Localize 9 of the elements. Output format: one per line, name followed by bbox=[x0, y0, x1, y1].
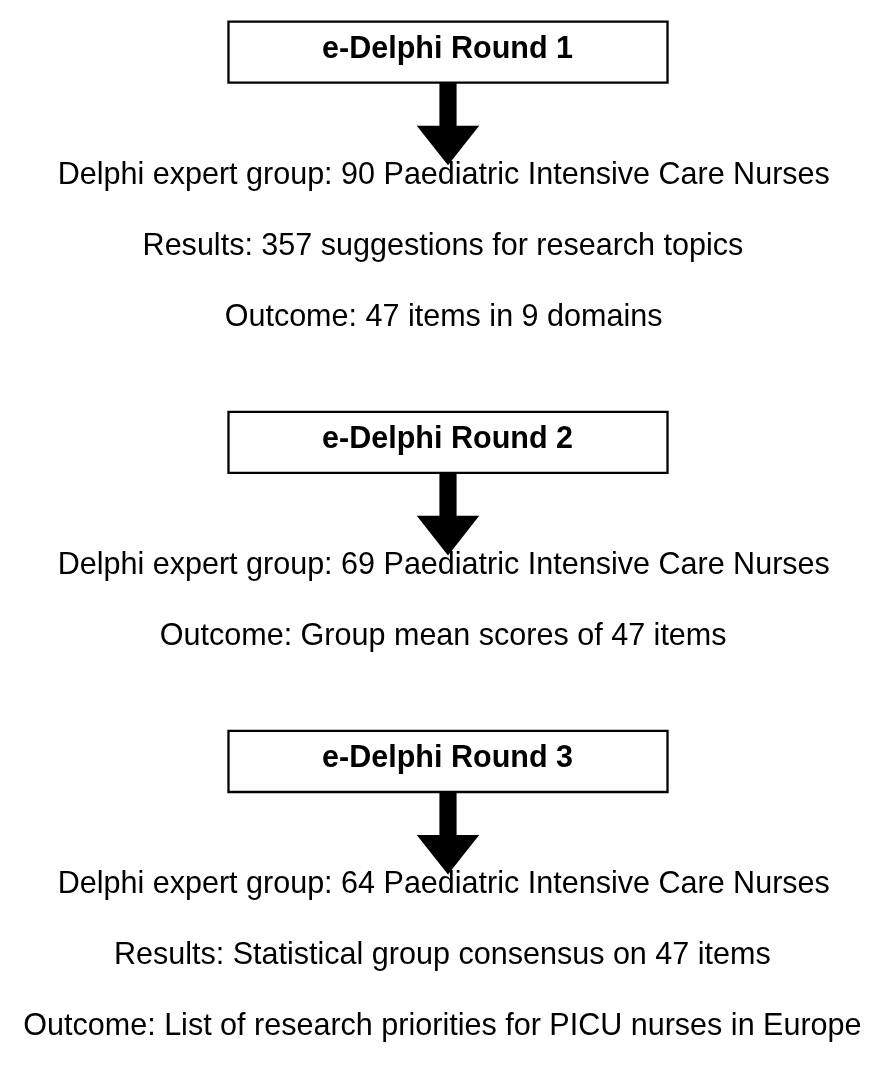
node-text: Delphi expert group: 90 Paediatric Intensive Care Nurses Results: 357 suggestions for research topics Outcome: 47 items in 9 domains bbox=[57, 155, 830, 332]
node-box: e-Delphi Round 3 bbox=[227, 729, 669, 793]
node-box: e-Delphi Round 1 bbox=[227, 20, 669, 84]
node-text: Delphi expert group: 64 Paediatric Intensive Care Nurses Results: Statistical group consensus on 47 items Outcome: List of research priorities for PICU nurses in Europe bbox=[23, 864, 862, 1041]
arrow bbox=[416, 472, 480, 555]
node-box: e-Delphi Round 2 bbox=[227, 410, 669, 474]
arrow bbox=[416, 82, 480, 165]
arrow bbox=[416, 791, 480, 875]
node-text: Delphi expert group: 69 Paediatric Intensive Care Nurses Outcome: Group mean scores of 47 items bbox=[57, 545, 830, 651]
